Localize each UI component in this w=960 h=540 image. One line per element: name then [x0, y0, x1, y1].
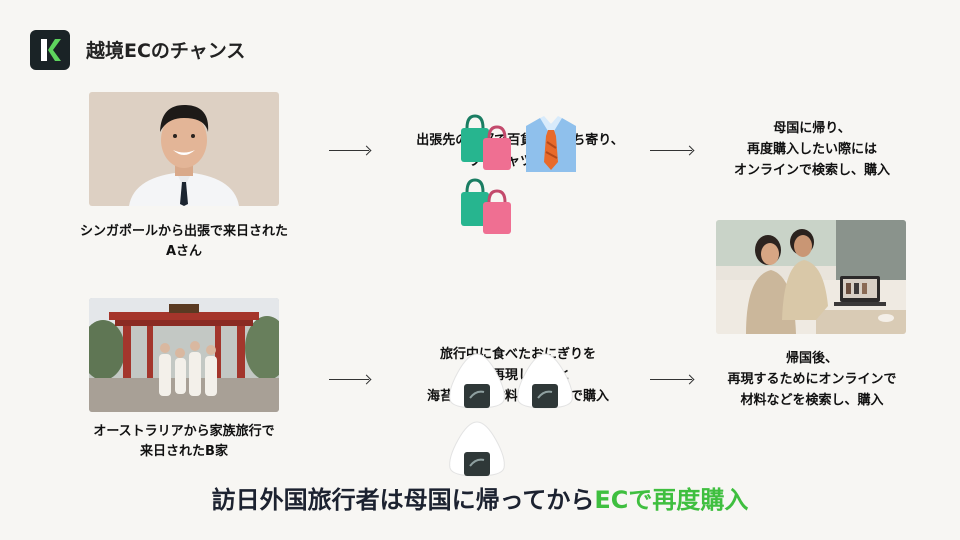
logo-k-icon: [41, 39, 61, 61]
onigiri-icon-3: [446, 418, 508, 484]
row2-right-text: 帰国後、 再現するためにオンラインで 材料などを検索し、購入: [712, 348, 912, 411]
brand-logo: [30, 30, 70, 70]
footer-accent-text: ECで再度購入: [594, 486, 749, 514]
row1-caption: シンガポールから出張で来日された Aさん: [60, 222, 308, 262]
shirt-tie-icon: [520, 112, 582, 178]
row2-caption-line2: 来日されたB家: [140, 444, 228, 459]
row2-right-line3: 材料などを検索し、購入: [740, 393, 884, 408]
footer-message: 訪日外国旅行者は母国に帰ってからECで再度購入: [0, 480, 960, 515]
row1-right-line1: 母国に帰り、: [773, 121, 851, 136]
onigiri-icon-2: [514, 350, 576, 416]
shopping-bags-icon: [455, 112, 517, 178]
family-photo: [89, 298, 279, 412]
row1-arrow-2: [650, 150, 692, 151]
row2-caption: オーストラリアから家族旅行で 来日されたB家: [80, 422, 288, 462]
businessman-photo: [89, 92, 279, 206]
row1-caption-line1: シンガポールから出張で来日された: [79, 224, 288, 239]
page-title: 越境ECのチャンス: [86, 40, 246, 62]
footer-main-text: 訪日外国旅行者は母国に帰ってから: [211, 486, 595, 514]
row1-arrow-1: [329, 150, 369, 151]
shopping-bags-icon-2: [455, 176, 517, 242]
row1-caption-line2: Aさん: [165, 244, 203, 259]
row2-caption-line1: オーストラリアから家族旅行で: [93, 424, 275, 439]
online-shopping-photo: [716, 220, 906, 334]
row2-arrow-2: [650, 379, 692, 380]
onigiri-icon: [446, 350, 508, 416]
row2-arrow-1: [329, 379, 369, 380]
row1-right-line2: 再度購入したい際には: [746, 142, 877, 157]
row2-right-line2: 再現するためにオンラインで: [727, 372, 897, 387]
row1-right-line3: オンラインで検索し、購入: [733, 163, 890, 178]
row2-right-line1: 帰国後、: [785, 351, 838, 366]
row1-right-text: 母国に帰り、 再度購入したい際には オンラインで検索し、購入: [712, 118, 912, 181]
